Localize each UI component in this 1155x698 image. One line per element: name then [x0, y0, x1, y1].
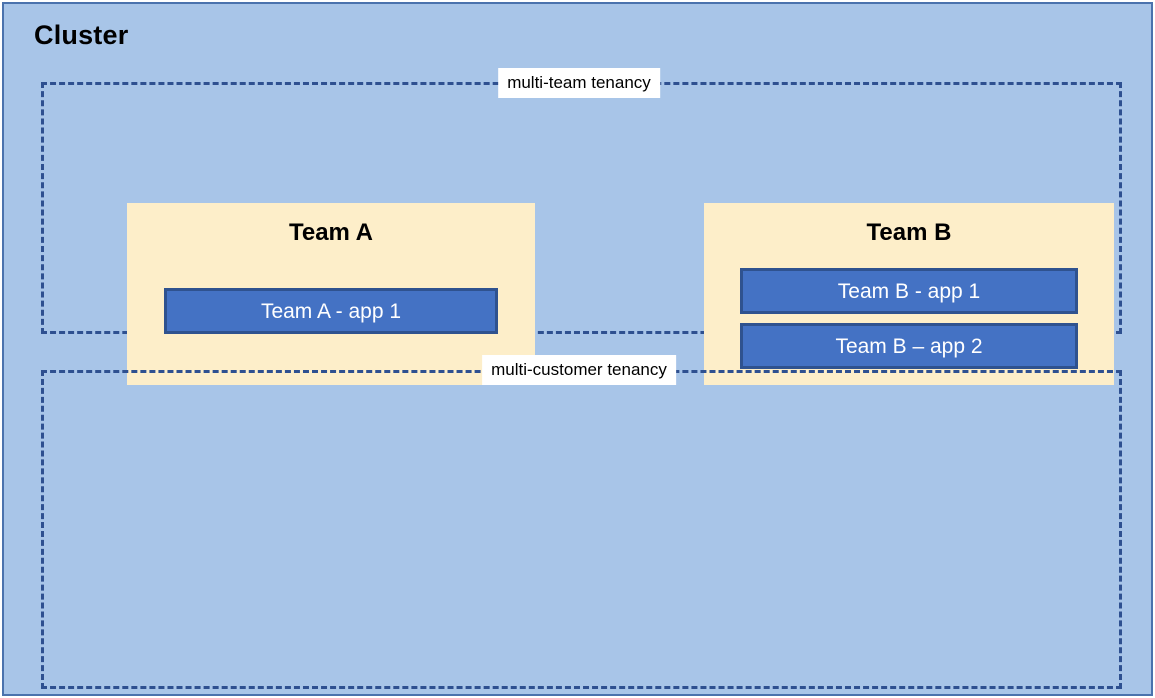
- team-b-title: Team B: [866, 219, 952, 246]
- tenancy-group-multi-customer: Team C Team C – app 1 - customer 1 Team …: [41, 370, 1122, 689]
- team-a-app-list: Team A - app 1: [164, 288, 498, 334]
- tenancy-label-multi-customer: multi-customer tenancy: [482, 355, 676, 385]
- team-panel-team-b: Team B Team B - app 1 Team B – app 2: [704, 203, 1114, 385]
- tenancy-label-multi-team: multi-team tenancy: [498, 68, 660, 98]
- team-b-app-list: Team B - app 1 Team B – app 2: [740, 268, 1078, 369]
- app-box-team-b-app-2[interactable]: Team B – app 2: [740, 323, 1078, 369]
- team-panel-team-a: Team A Team A - app 1: [127, 203, 535, 385]
- app-box-team-a-app-1[interactable]: Team A - app 1: [164, 288, 498, 334]
- app-box-team-b-app-1[interactable]: Team B - app 1: [740, 268, 1078, 314]
- cluster-title: Cluster: [34, 20, 129, 50]
- team-a-title: Team A: [288, 219, 374, 246]
- tenancy-group-multi-team: Team A Team A - app 1 Team B Team B - ap…: [41, 82, 1122, 385]
